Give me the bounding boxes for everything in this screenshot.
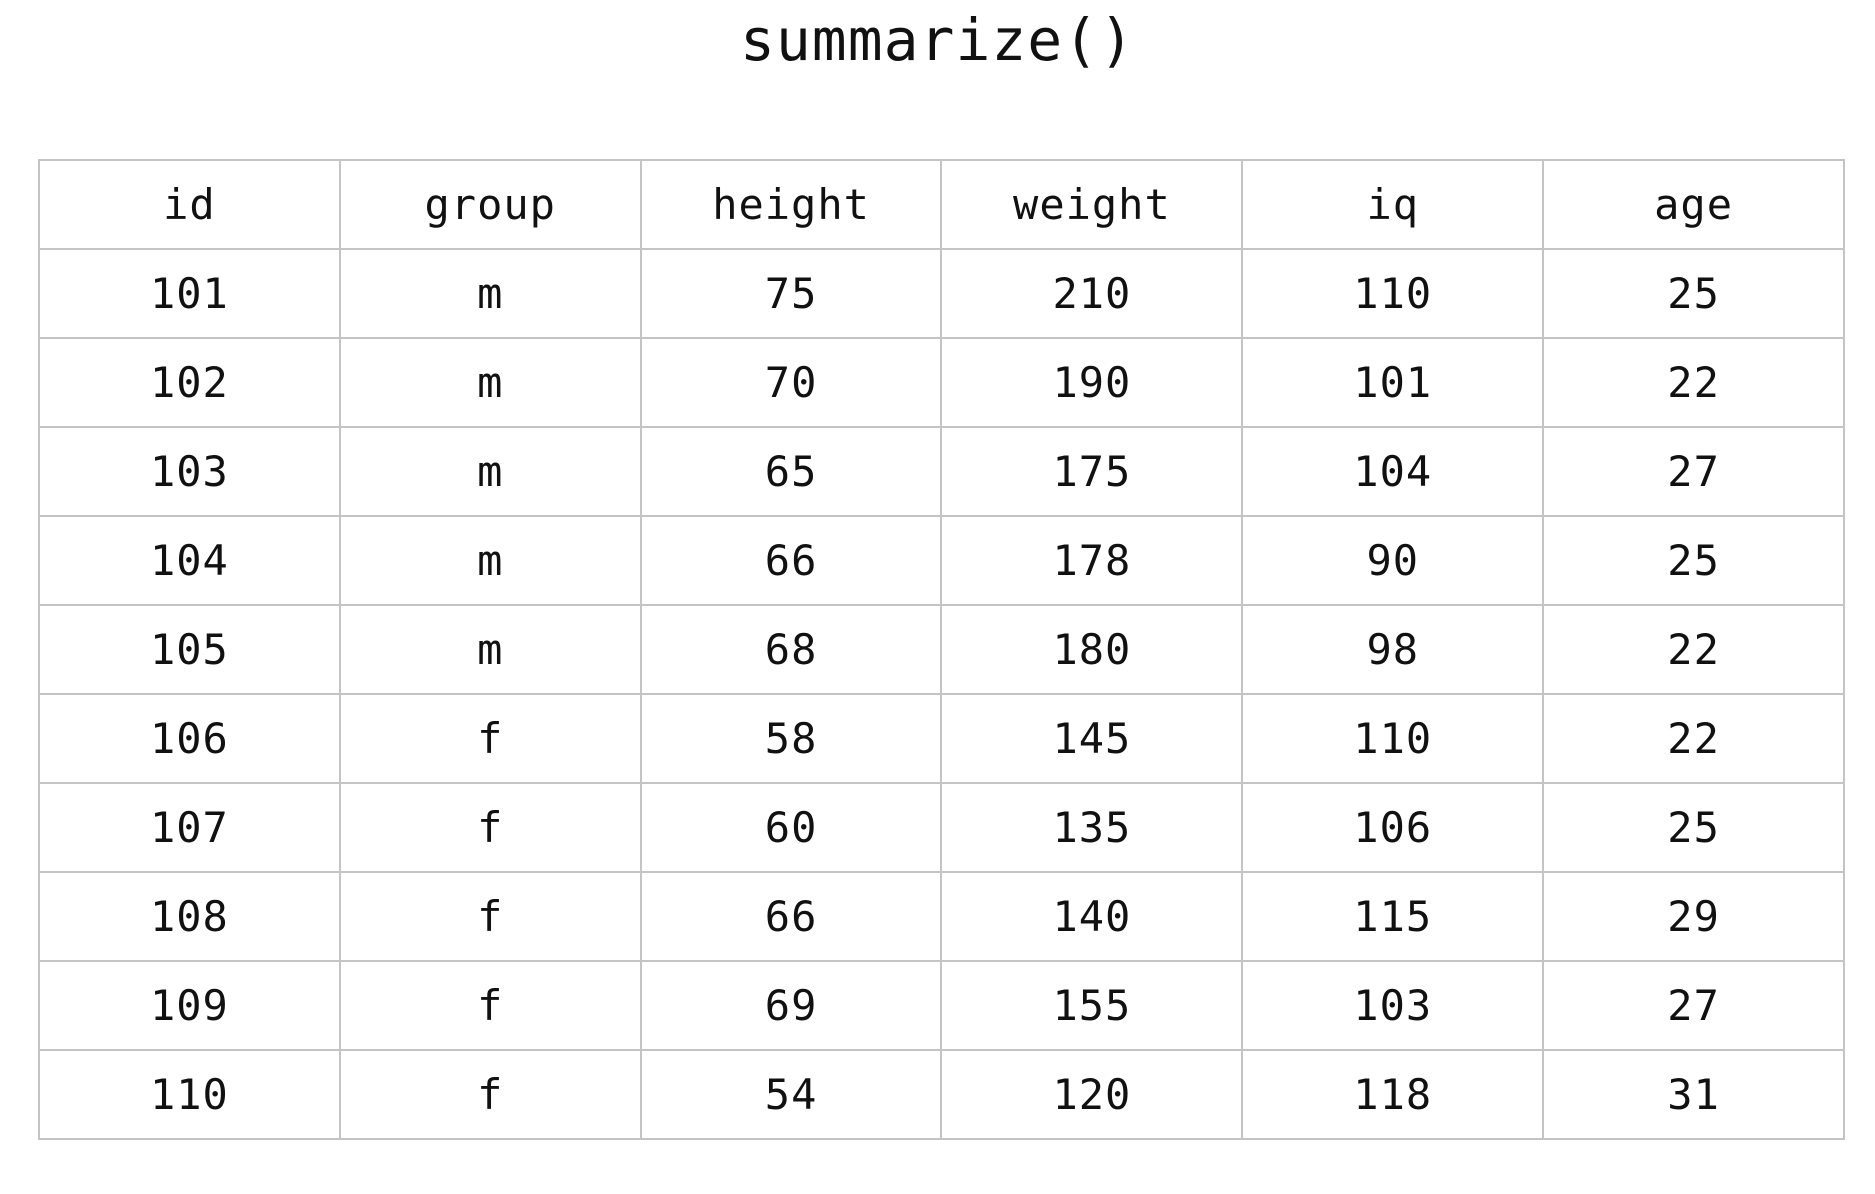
data-table: id group height weight iq age 101 m 75 2… xyxy=(38,159,1845,1140)
cell-id: 107 xyxy=(38,782,341,873)
cell-id: 104 xyxy=(38,515,341,606)
cell-group: m xyxy=(338,604,642,695)
cell-group: f xyxy=(338,871,642,962)
cell-age: 27 xyxy=(1542,426,1845,517)
cell-age: 22 xyxy=(1542,337,1845,428)
cell-weight: 135 xyxy=(940,782,1244,873)
column-header-group: group xyxy=(338,159,642,250)
table-body: 101 m 75 210 110 25 102 m 70 190 101 22 … xyxy=(38,248,1845,1140)
table-row: 101 m 75 210 110 25 xyxy=(38,248,1845,339)
cell-height: 66 xyxy=(639,871,943,962)
cell-iq: 101 xyxy=(1241,337,1545,428)
cell-iq: 115 xyxy=(1241,871,1545,962)
cell-id: 102 xyxy=(38,337,341,428)
cell-iq: 104 xyxy=(1241,426,1545,517)
cell-group: m xyxy=(338,515,642,606)
column-header-weight: weight xyxy=(940,159,1244,250)
cell-age: 27 xyxy=(1542,960,1845,1051)
table-header: id group height weight iq age xyxy=(38,159,1845,250)
cell-weight: 175 xyxy=(940,426,1244,517)
cell-iq: 118 xyxy=(1241,1049,1545,1140)
cell-id: 101 xyxy=(38,248,341,339)
cell-iq: 110 xyxy=(1241,248,1545,339)
cell-height: 65 xyxy=(639,426,943,517)
cell-weight: 145 xyxy=(940,693,1244,784)
table-row: 107 f 60 135 106 25 xyxy=(38,782,1845,873)
table-row: 109 f 69 155 103 27 xyxy=(38,960,1845,1051)
table-row: 103 m 65 175 104 27 xyxy=(38,426,1845,517)
cell-age: 22 xyxy=(1542,693,1845,784)
column-header-id: id xyxy=(38,159,341,250)
cell-id: 109 xyxy=(38,960,341,1051)
cell-weight: 210 xyxy=(940,248,1244,339)
table-row: 110 f 54 120 118 31 xyxy=(38,1049,1845,1140)
cell-iq: 106 xyxy=(1241,782,1545,873)
cell-weight: 190 xyxy=(940,337,1244,428)
cell-age: 25 xyxy=(1542,515,1845,606)
cell-group: m xyxy=(338,248,642,339)
column-header-age: age xyxy=(1542,159,1845,250)
cell-age: 25 xyxy=(1542,248,1845,339)
page-title: summarize() xyxy=(739,6,1136,74)
cell-weight: 120 xyxy=(940,1049,1244,1140)
cell-group: m xyxy=(338,337,642,428)
cell-height: 66 xyxy=(639,515,943,606)
cell-height: 75 xyxy=(639,248,943,339)
cell-group: f xyxy=(338,782,642,873)
cell-height: 54 xyxy=(639,1049,943,1140)
cell-weight: 178 xyxy=(940,515,1244,606)
cell-iq: 103 xyxy=(1241,960,1545,1051)
cell-iq: 110 xyxy=(1241,693,1545,784)
cell-group: f xyxy=(338,960,642,1051)
cell-height: 69 xyxy=(639,960,943,1051)
cell-id: 103 xyxy=(38,426,341,517)
cell-id: 106 xyxy=(38,693,341,784)
cell-height: 58 xyxy=(639,693,943,784)
cell-group: f xyxy=(338,693,642,784)
cell-group: f xyxy=(338,1049,642,1140)
cell-height: 60 xyxy=(639,782,943,873)
cell-age: 29 xyxy=(1542,871,1845,962)
table-row: 106 f 58 145 110 22 xyxy=(38,693,1845,784)
column-header-iq: iq xyxy=(1241,159,1545,250)
table-row: 105 m 68 180 98 22 xyxy=(38,604,1845,695)
cell-age: 31 xyxy=(1542,1049,1845,1140)
column-header-height: height xyxy=(639,159,943,250)
cell-id: 105 xyxy=(38,604,341,695)
cell-iq: 98 xyxy=(1241,604,1545,695)
cell-id: 110 xyxy=(38,1049,341,1140)
cell-height: 70 xyxy=(639,337,943,428)
cell-weight: 155 xyxy=(940,960,1244,1051)
table-row: 108 f 66 140 115 29 xyxy=(38,871,1845,962)
cell-id: 108 xyxy=(38,871,341,962)
table-row: 104 m 66 178 90 25 xyxy=(38,515,1845,606)
cell-weight: 180 xyxy=(940,604,1244,695)
table-row: 102 m 70 190 101 22 xyxy=(38,337,1845,428)
header-row: id group height weight iq age xyxy=(38,159,1845,250)
cell-height: 68 xyxy=(639,604,943,695)
cell-weight: 140 xyxy=(940,871,1244,962)
cell-iq: 90 xyxy=(1241,515,1545,606)
cell-age: 22 xyxy=(1542,604,1845,695)
cell-group: m xyxy=(338,426,642,517)
cell-age: 25 xyxy=(1542,782,1845,873)
